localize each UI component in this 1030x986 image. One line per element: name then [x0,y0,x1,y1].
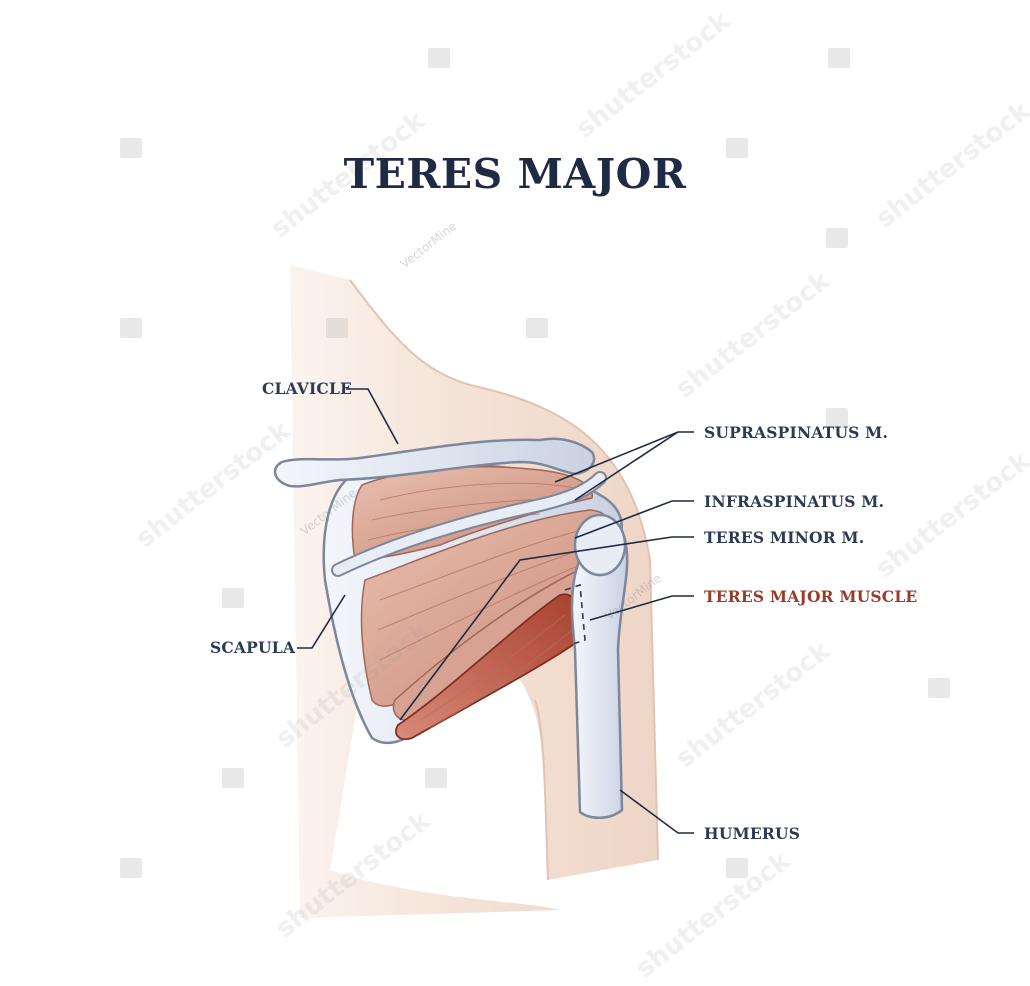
arm-inner-outline [534,699,549,881]
clavicle-label: CLAVICLE [262,379,353,398]
teres-minor-label: TERES MINOR M. [704,528,865,547]
supraspinatus-label: SUPRASPINATUS M. [704,423,889,442]
humerus-label: HUMERUS [704,824,801,843]
humeral-head [573,513,627,577]
teres-major-label: TERES MAJOR MUSCLE [704,587,918,606]
neck-outline [349,279,659,861]
infraspinatus-label: INFRASPINATUS M. [704,492,885,511]
leader-lines [297,388,694,834]
scapula-label: SCAPULA [210,638,296,657]
diagram-title: TERES MAJOR [343,150,687,198]
scapular-spine-fill [333,473,605,575]
insertion-dashes [564,583,586,646]
